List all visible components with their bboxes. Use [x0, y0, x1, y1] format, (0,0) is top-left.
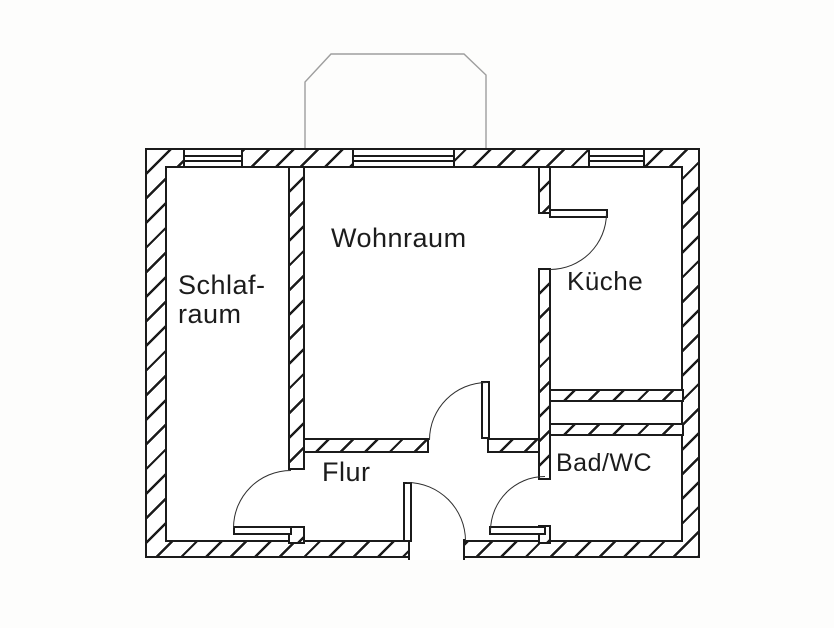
- wall-kueche-west-lower: [538, 268, 551, 480]
- wall-kueche-west-upper: [538, 166, 551, 214]
- wall-schlafraum-east-upper: [288, 166, 305, 470]
- wall-schlafraum-east-stub: [288, 526, 305, 544]
- room-label-flur: Flur: [322, 457, 371, 487]
- entrance-opening: [408, 539, 465, 560]
- room-label-kueche: Küche: [567, 266, 644, 296]
- window-kueche: [588, 150, 645, 166]
- room-label-schlafraum: Schlaf- raum: [178, 271, 266, 329]
- window-wohnraum: [352, 150, 455, 166]
- room-label-wohnraum: Wohnraum: [331, 223, 467, 253]
- wall-kueche-bad-lower: [549, 423, 684, 436]
- window-schlafraum: [183, 150, 243, 166]
- room-label-schlafraum-line1: Schlaf-: [178, 270, 266, 300]
- room-label-bad-wc: Bad/WC: [556, 449, 653, 477]
- room-label-schlafraum-line2: raum: [178, 299, 242, 329]
- wall-flur-north-left: [303, 438, 429, 453]
- wall-kueche-bad-upper: [549, 389, 684, 402]
- wall-flur-north-right: [487, 438, 540, 453]
- floor-area: [165, 166, 683, 542]
